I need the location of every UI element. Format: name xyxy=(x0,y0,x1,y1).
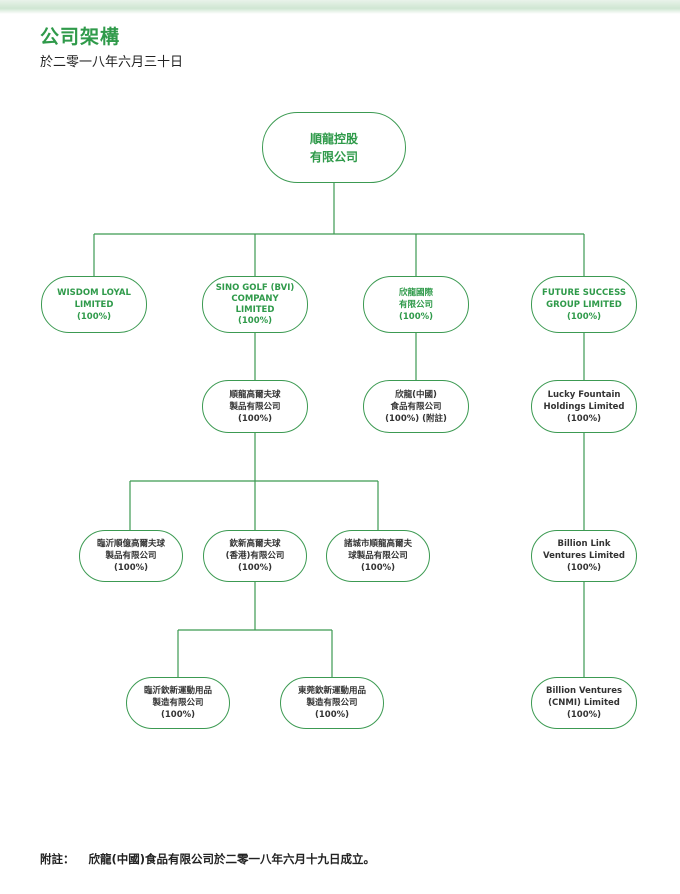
node-qinxin-hk: 欽新高爾夫球 (香港)有限公司 (100%) xyxy=(203,530,307,582)
node-root-holding: 順龍控股 有限公司 xyxy=(262,112,406,183)
node-linyi-shunlong-line2: 製品有限公司 xyxy=(105,551,157,561)
node-lucky-fountain: Lucky Fountain Holdings Limited (100%) xyxy=(531,380,637,433)
node-wisdom-line2: LIMITED xyxy=(74,299,114,310)
node-shunlong-line1: 順龍高爾夫球 xyxy=(229,389,281,400)
node-billion-ventures: Billion Ventures (CNMI) Limited (100%) xyxy=(531,677,637,729)
node-xinlong-intl-line3: (100%) xyxy=(398,311,434,322)
node-sino-line2: COMPANY xyxy=(231,293,279,304)
node-billion-link-line2: Ventures Limited xyxy=(542,551,626,561)
node-linyi-qinxin-line1: 臨沂欽新運動用品 xyxy=(143,686,212,696)
node-sino-line4: (100%) xyxy=(237,315,273,326)
footnote: 附註： 欣龍(中國)食品有限公司於二零一八年六月十九日成立。 xyxy=(40,851,375,867)
node-shunlong-golf: 順龍高爾夫球 製品有限公司 (100%) xyxy=(202,380,308,433)
node-xinlong-china-line2: 食品有限公司 xyxy=(390,401,442,412)
footnote-label: 附註： xyxy=(40,852,75,866)
node-lucky-line1: Lucky Fountain xyxy=(547,389,621,400)
node-wisdom-loyal: WISDOM LOYAL LIMITED (100%) xyxy=(41,276,147,333)
node-dongguan-qinxin: 東莞欽新運動用品 製造有限公司 (100%) xyxy=(280,677,384,729)
node-lucky-line2: Holdings Limited xyxy=(543,401,625,412)
node-future-line1: FUTURE SUCCESS xyxy=(542,287,626,298)
node-linyi-shunlong-line3: (100%) xyxy=(113,563,149,573)
node-future-success: FUTURE SUCCESS GROUP LIMITED (100%) xyxy=(531,276,637,333)
page-title: 公司架構 xyxy=(40,26,121,48)
node-dongguan-line2: 製造有限公司 xyxy=(306,698,358,708)
node-xinlong-china: 欣龍(中國) 食品有限公司 (100%) (附註) xyxy=(363,380,469,433)
node-qinxin-hk-line3: (100%) xyxy=(237,563,273,573)
node-billion-link-line1: Billion Link xyxy=(557,539,611,549)
node-sino-line3: LIMITED xyxy=(235,304,275,315)
node-billion-ventures-line2: (CNMI) Limited xyxy=(548,698,620,708)
page-subtitle: 於二零一八年六月三十日 xyxy=(40,55,184,70)
node-xinlong-intl-line2: 有限公司 xyxy=(398,299,433,310)
node-qinxin-hk-line2: (香港)有限公司 xyxy=(225,551,285,561)
node-future-line2: GROUP LIMITED xyxy=(546,299,622,310)
node-billion-link-line3: (100%) xyxy=(566,563,602,573)
node-xinlong-china-line1: 欣龍(中國) xyxy=(395,389,437,400)
node-root-line2: 有限公司 xyxy=(309,149,358,164)
node-future-line3: (100%) xyxy=(566,311,602,322)
node-sino-line1: SINO GOLF (BVI) xyxy=(215,282,295,293)
node-wisdom-line1: WISDOM LOYAL xyxy=(57,287,131,298)
node-zhucheng-line3: (100%) xyxy=(360,563,396,573)
node-lucky-line3: (100%) xyxy=(566,413,602,424)
node-linyi-shunlong: 臨沂順億高爾夫球 製品有限公司 (100%) xyxy=(79,530,183,582)
node-root-line1: 順龍控股 xyxy=(309,131,358,146)
node-shunlong-line3: (100%) xyxy=(237,413,273,424)
node-billion-ventures-line3: (100%) xyxy=(566,710,602,720)
node-linyi-qinxin: 臨沂欽新運動用品 製造有限公司 (100%) xyxy=(126,677,230,729)
node-sino-golf: SINO GOLF (BVI) COMPANY LIMITED (100%) xyxy=(202,276,308,333)
node-xinlong-intl-line1: 欣龍國際 xyxy=(398,287,433,298)
node-billion-ventures-line1: Billion Ventures xyxy=(545,686,623,696)
node-xinlong-intl: 欣龍國際 有限公司 (100%) xyxy=(363,276,469,333)
footnote-text: 欣龍(中國)食品有限公司於二零一八年六月十九日成立。 xyxy=(88,852,376,866)
node-shunlong-line2: 製品有限公司 xyxy=(229,401,281,412)
node-wisdom-line3: (100%) xyxy=(76,311,112,322)
node-zhucheng: 諸城市順龍高爾夫 球製品有限公司 (100%) xyxy=(326,530,430,582)
node-dongguan-line3: (100%) xyxy=(314,710,350,720)
node-zhucheng-line1: 諸城市順龍高爾夫 xyxy=(343,539,412,549)
node-zhucheng-line2: 球製品有限公司 xyxy=(348,551,408,561)
node-xinlong-china-line3: (100%) (附註) xyxy=(385,413,447,424)
node-billion-link: Billion Link Ventures Limited (100%) xyxy=(531,530,637,582)
top-decorative-band xyxy=(0,0,680,14)
node-linyi-qinxin-line2: 製造有限公司 xyxy=(152,698,204,708)
node-linyi-shunlong-line1: 臨沂順億高爾夫球 xyxy=(96,539,165,549)
node-linyi-qinxin-line3: (100%) xyxy=(160,710,196,720)
node-dongguan-line1: 東莞欽新運動用品 xyxy=(297,686,366,696)
node-qinxin-hk-line1: 欽新高爾夫球 xyxy=(229,539,281,549)
